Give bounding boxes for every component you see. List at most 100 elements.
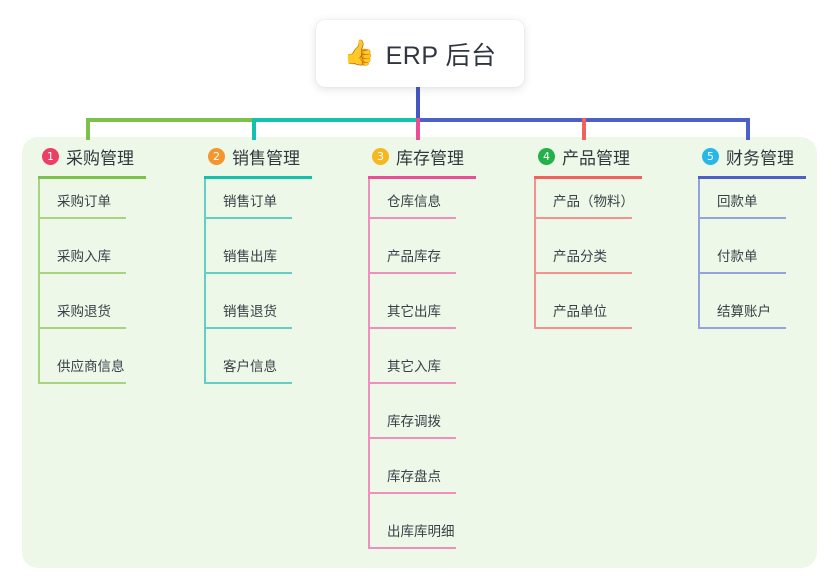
list-item-label: 采购入库 xyxy=(57,249,111,264)
list-item-underline xyxy=(204,327,292,329)
list-item-underline xyxy=(534,217,632,219)
list-item-label: 客户信息 xyxy=(223,359,277,374)
list-item[interactable]: 库存盘点 xyxy=(368,454,476,509)
list-item-label: 其它入库 xyxy=(387,359,441,374)
list-item-underline xyxy=(368,547,456,549)
column-stem xyxy=(38,179,40,384)
column-finance: 5 财务管理回款单付款单结算账户 xyxy=(698,143,806,344)
list-item[interactable]: 销售退货 xyxy=(204,289,312,344)
list-item[interactable]: 采购入库 xyxy=(38,234,146,289)
list-item-label: 采购订单 xyxy=(57,194,111,209)
column-header[interactable]: 3 库存管理 xyxy=(368,143,476,170)
list-item-underline xyxy=(698,272,786,274)
connector-drop-5 xyxy=(746,118,750,140)
root-node[interactable]: 👍 ERP 后台 xyxy=(316,20,524,87)
column-purchase: 1 采购管理采购订单采购入库采购退货供应商信息 xyxy=(38,143,146,399)
list-item-underline xyxy=(698,327,786,329)
column-number-badge: 5 xyxy=(702,148,719,165)
list-item-label: 库存调拨 xyxy=(387,414,441,429)
list-item[interactable]: 客户信息 xyxy=(204,344,312,399)
column-sales: 2 销售管理销售订单销售出库销售退货客户信息 xyxy=(204,143,312,399)
root-title: ERP 后台 xyxy=(385,41,497,70)
column-number-badge: 1 xyxy=(42,148,59,165)
list-item-underline xyxy=(534,327,632,329)
column-title: 库存管理 xyxy=(396,149,464,168)
list-item[interactable]: 产品（物料） xyxy=(534,179,642,234)
column-title: 财务管理 xyxy=(726,149,794,168)
column-inventory: 3 库存管理仓库信息产品库存其它出库其它入库库存调拨库存盘点出库库明细 xyxy=(368,143,476,564)
list-item-label: 库存盘点 xyxy=(387,469,441,484)
list-item[interactable]: 销售订单 xyxy=(204,179,312,234)
list-item[interactable]: 库存调拨 xyxy=(368,399,476,454)
list-item-underline xyxy=(368,217,456,219)
column-item-list: 产品（物料） 产品分类产品单位 xyxy=(534,179,642,344)
list-item-label: 回款单 xyxy=(717,194,758,209)
column-header-underline xyxy=(534,176,642,179)
connector-drop-4 xyxy=(582,118,586,140)
list-item-label: 产品（物料） xyxy=(553,194,634,209)
list-item[interactable]: 付款单 xyxy=(698,234,806,289)
connector-drop-3 xyxy=(416,118,420,140)
list-item-underline xyxy=(534,272,632,274)
connector-root-stem xyxy=(416,84,420,120)
list-item-label: 产品分类 xyxy=(553,249,607,264)
list-item-underline xyxy=(38,382,126,384)
list-item[interactable]: 结算账户 xyxy=(698,289,806,344)
column-stem xyxy=(698,179,700,329)
list-item-underline xyxy=(38,327,126,329)
column-item-list: 回款单付款单结算账户 xyxy=(698,179,806,344)
list-item-underline xyxy=(204,382,292,384)
list-item[interactable]: 产品单位 xyxy=(534,289,642,344)
list-item-underline xyxy=(38,272,126,274)
content-panel xyxy=(22,137,817,568)
column-stem xyxy=(534,179,536,329)
column-header-underline xyxy=(368,176,476,179)
list-item-underline xyxy=(204,272,292,274)
column-stem xyxy=(368,179,370,549)
list-item[interactable]: 产品分类 xyxy=(534,234,642,289)
list-item[interactable]: 回款单 xyxy=(698,179,806,234)
list-item[interactable]: 其它入库 xyxy=(368,344,476,399)
list-item[interactable]: 产品库存 xyxy=(368,234,476,289)
list-item[interactable]: 采购退货 xyxy=(38,289,146,344)
list-item-label: 供应商信息 xyxy=(57,359,125,374)
list-item-label: 出库库明细 xyxy=(387,524,455,539)
list-item-label: 结算账户 xyxy=(717,304,771,319)
column-number-badge: 3 xyxy=(372,148,389,165)
column-header[interactable]: 5 财务管理 xyxy=(698,143,806,170)
column-header[interactable]: 2 销售管理 xyxy=(204,143,312,170)
thumbs-up-icon: 👍 xyxy=(343,39,375,67)
column-stem xyxy=(204,179,206,384)
list-item[interactable]: 出库库明细 xyxy=(368,509,476,564)
column-number-badge: 2 xyxy=(208,148,225,165)
column-title: 采购管理 xyxy=(66,149,134,168)
list-item-label: 产品单位 xyxy=(553,304,607,319)
list-item[interactable]: 采购订单 xyxy=(38,179,146,234)
column-item-list: 销售订单销售出库销售退货客户信息 xyxy=(204,179,312,399)
column-title: 销售管理 xyxy=(232,149,300,168)
column-number-badge: 4 xyxy=(538,148,555,165)
connector-bar-teal xyxy=(252,118,418,122)
list-item-label: 销售出库 xyxy=(223,249,277,264)
list-item-underline xyxy=(368,382,456,384)
list-item-underline xyxy=(368,327,456,329)
list-item[interactable]: 供应商信息 xyxy=(38,344,146,399)
list-item-label: 仓库信息 xyxy=(387,194,441,209)
list-item-underline xyxy=(368,437,456,439)
column-header[interactable]: 1 采购管理 xyxy=(38,143,146,170)
list-item-label: 销售退货 xyxy=(223,304,277,319)
list-item[interactable]: 其它出库 xyxy=(368,289,476,344)
list-item-underline xyxy=(38,217,126,219)
column-item-list: 仓库信息产品库存其它出库其它入库库存调拨库存盘点出库库明细 xyxy=(368,179,476,564)
list-item-label: 产品库存 xyxy=(387,249,441,264)
connector-bar-green xyxy=(86,118,254,122)
connector-drop-1 xyxy=(86,118,90,140)
list-item[interactable]: 仓库信息 xyxy=(368,179,476,234)
column-item-list: 采购订单采购入库采购退货供应商信息 xyxy=(38,179,146,399)
list-item-underline xyxy=(368,492,456,494)
column-header-underline xyxy=(204,176,312,179)
list-item[interactable]: 销售出库 xyxy=(204,234,312,289)
